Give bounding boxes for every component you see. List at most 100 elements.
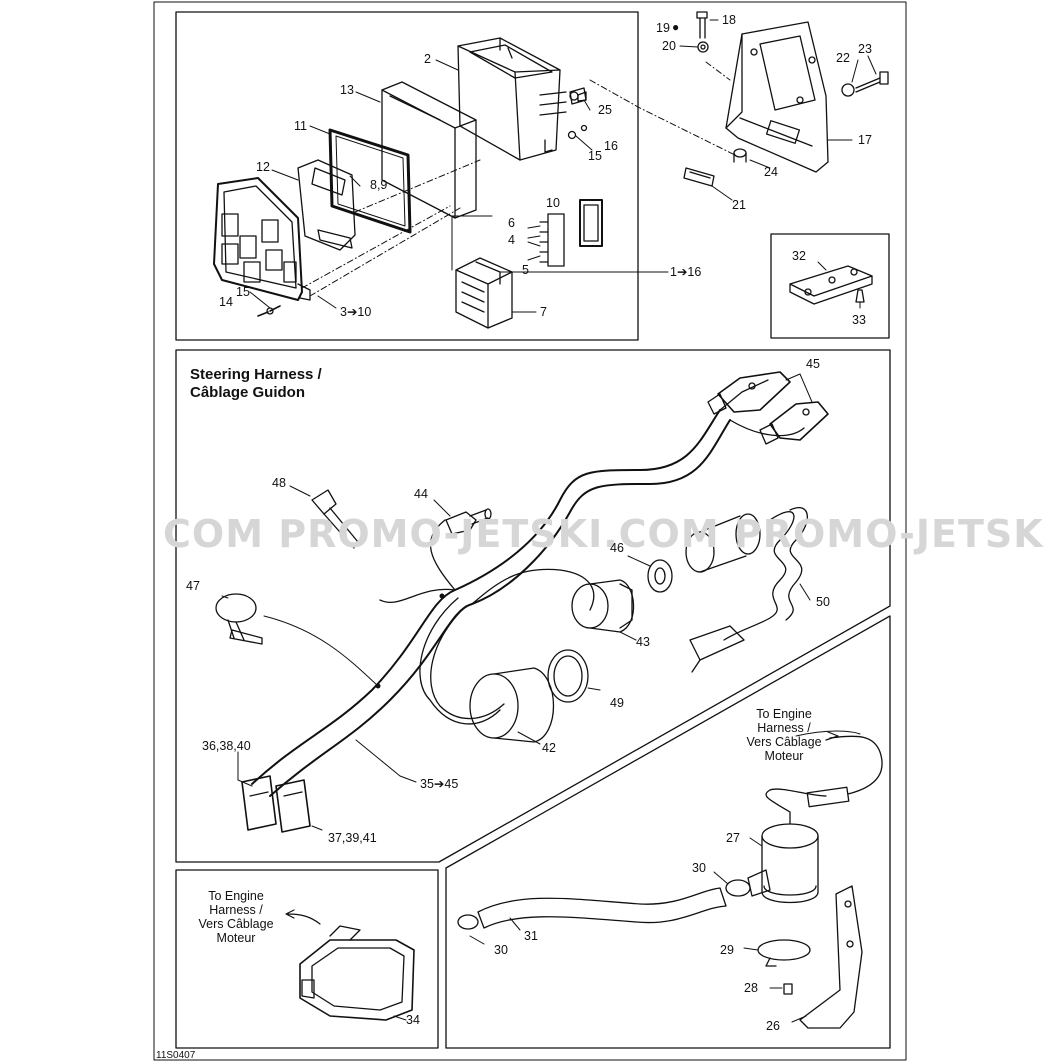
callout-25: 25	[598, 103, 612, 117]
switch-part-43	[571, 579, 635, 633]
pump-part-27	[747, 735, 883, 904]
callout-44: 44	[414, 487, 428, 501]
steering-title-line1: Steering Harness /	[190, 366, 322, 383]
callout-5: 5	[522, 263, 529, 277]
callout-6: 6	[508, 216, 515, 230]
callout-37-39-41: 37,39,41	[328, 831, 377, 845]
note2-line1: To Engine	[208, 889, 264, 903]
callout-4: 4	[508, 233, 515, 247]
panel-steering-harness	[175, 349, 891, 863]
clamp-part-29	[757, 939, 811, 967]
harness-main-35-45	[251, 379, 805, 797]
callout-26: 26	[766, 1019, 780, 1033]
fuses-part-4-6	[539, 199, 603, 267]
callout-43: 43	[636, 635, 650, 649]
clamp-part-30	[457, 879, 751, 930]
callout-31: 31	[524, 929, 538, 943]
callout-14: 14	[219, 295, 233, 309]
leader-lines-2	[221, 373, 813, 831]
ecu-part-12	[297, 159, 356, 251]
watermark-text: COM PROMO-JETSKI.COM PROMO-JETSK	[163, 512, 1044, 556]
callout-50: 50	[816, 595, 830, 609]
grommet-part-25	[569, 87, 587, 105]
note1-line4: Moteur	[764, 749, 804, 763]
callout-46: 46	[610, 541, 624, 555]
callout-15-lower: 15	[236, 285, 250, 299]
note2-line3: Vers Câblage	[198, 917, 274, 931]
page-frame	[153, 1, 907, 1061]
panel-ecu-box	[175, 11, 639, 341]
screw-part-33	[855, 289, 865, 303]
note2-line2: Harness /	[209, 903, 263, 917]
callout-27: 27	[726, 831, 740, 845]
callout-8-9: 8,9	[370, 178, 388, 192]
connector-part-34	[299, 925, 415, 1021]
callout-42: 42	[542, 741, 556, 755]
note1-line1: To Engine	[756, 707, 812, 721]
callout-34: 34	[406, 1013, 420, 1027]
callout-30-left: 30	[494, 943, 508, 957]
bracket-part-26	[799, 885, 863, 1029]
engine-harness-note-1: To Engine Harness / Vers Câblage Moteur	[734, 707, 834, 763]
note1-line3: Vers Câblage	[746, 735, 822, 749]
leader-34	[393, 1015, 407, 1021]
callout-17: 17	[858, 133, 872, 147]
leader-lines-3	[469, 730, 861, 1023]
clip-part-48	[311, 489, 359, 549]
callout-23: 23	[858, 42, 872, 56]
callout-19: 19	[656, 21, 670, 35]
callout-48: 48	[272, 476, 286, 490]
bracket-part-17	[725, 21, 829, 173]
fuse-box-part-7	[455, 257, 513, 329]
callout-16-upper: 16	[604, 139, 618, 153]
callout-28: 28	[744, 981, 758, 995]
callout-18: 18	[722, 13, 736, 27]
arrow-to-engine-1	[825, 731, 839, 741]
housing-part-42	[469, 667, 554, 743]
washer-part-20-inner	[700, 44, 706, 50]
callout-29: 29	[720, 943, 734, 957]
panel-parts-32-33	[770, 233, 890, 339]
washer-part-20	[697, 41, 709, 53]
steering-title-line2: Câblage Guidon	[190, 384, 306, 401]
callout-33: 33	[852, 313, 866, 327]
screw-part-28	[783, 983, 793, 995]
nut-part-46	[647, 559, 673, 593]
note2-line4: Moteur	[216, 931, 256, 945]
callout-22: 22	[836, 51, 850, 65]
callout-49: 49	[610, 696, 624, 710]
callout-21: 21	[732, 198, 746, 212]
note1-line2: Harness /	[757, 721, 811, 735]
engine-harness-note-2: To Engine Harness / Vers Câblage Moteur	[186, 889, 286, 945]
screw-part-14	[257, 305, 281, 317]
seal-part-21	[683, 167, 715, 187]
gasket-part-11	[328, 128, 412, 234]
callout-30-right: 30	[692, 861, 706, 875]
panel-bilge-pump	[445, 615, 891, 1049]
leader-lines	[249, 19, 877, 313]
arrow-to-engine-2	[285, 909, 321, 925]
callout-2: 2	[424, 52, 431, 66]
callout-12: 12	[256, 160, 270, 174]
cap-part-50	[685, 507, 808, 673]
callout-11: 11	[294, 119, 307, 133]
connectors-part-45	[707, 371, 829, 445]
clip-part-32	[789, 265, 873, 305]
panel-connector-34	[175, 869, 439, 1049]
spacer-part-24	[733, 148, 747, 163]
callout-15-upper: 15	[588, 149, 602, 163]
clamp-part-47	[215, 593, 263, 645]
callout-24: 24	[764, 165, 778, 179]
bolt-part-18	[696, 11, 708, 39]
screw-part-22-23	[841, 71, 889, 97]
ecu-cover-parts-3-10	[213, 177, 311, 301]
callout-1-to-16: 1➔16	[670, 265, 702, 279]
callout-3-to-10: 3➔10	[340, 305, 372, 319]
connectors-parts-36-41	[241, 775, 311, 833]
callout-20: 20	[662, 39, 676, 53]
callout-35-to-45: 35➔45	[420, 777, 459, 791]
ecu-module-part-13	[381, 81, 477, 219]
callout-45: 45	[806, 357, 820, 371]
